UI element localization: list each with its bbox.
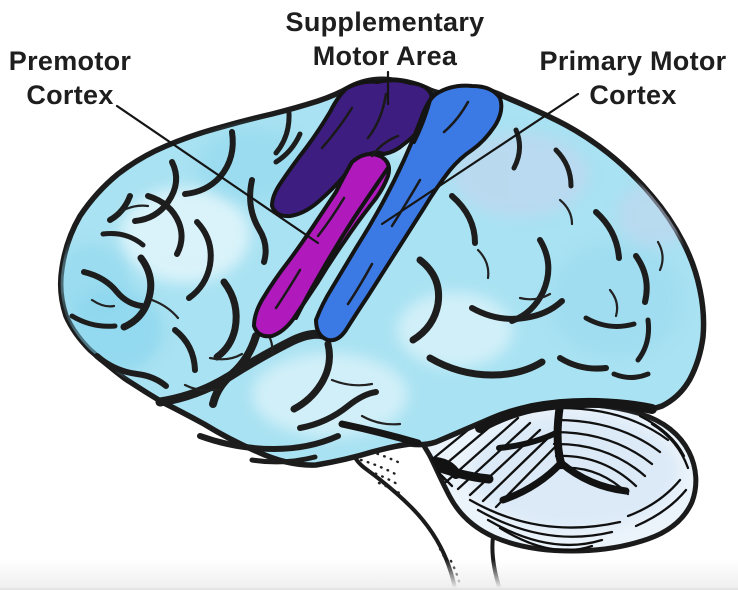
- label-premotor-line2: Cortex: [26, 80, 114, 110]
- image-bottom-edge: [0, 560, 738, 590]
- label-primary-motor-cortex: Primary Motor Cortex: [522, 44, 738, 112]
- primary-leader-line: [380, 92, 580, 226]
- premotor-leader-line: [115, 104, 320, 245]
- deep-fissure-bands: [338, 397, 657, 447]
- label-premotor-line1: Premotor: [8, 46, 132, 76]
- label-sma-line1: Supplementary: [285, 7, 485, 37]
- temporal-brainstem-edge: [338, 420, 422, 447]
- label-primary-line2: Cortex: [589, 80, 677, 110]
- label-sma-line2: Motor Area: [312, 41, 458, 71]
- sulci-lines: [69, 110, 651, 465]
- region-inner-detail-lines: [274, 92, 470, 310]
- label-supplementary-motor-area: Supplementary Motor Area: [260, 5, 510, 73]
- cerebrum-cerebellum-junction: [475, 397, 657, 433]
- label-premotor-cortex: Premotor Cortex: [0, 44, 140, 112]
- primary-motor-cortex-region: [314, 83, 504, 343]
- region-separator-sulci: [294, 98, 432, 320]
- cerebellum: [417, 400, 699, 554]
- label-primary-line1: Primary Motor: [539, 46, 727, 76]
- cerebellum-fissures: [425, 403, 630, 504]
